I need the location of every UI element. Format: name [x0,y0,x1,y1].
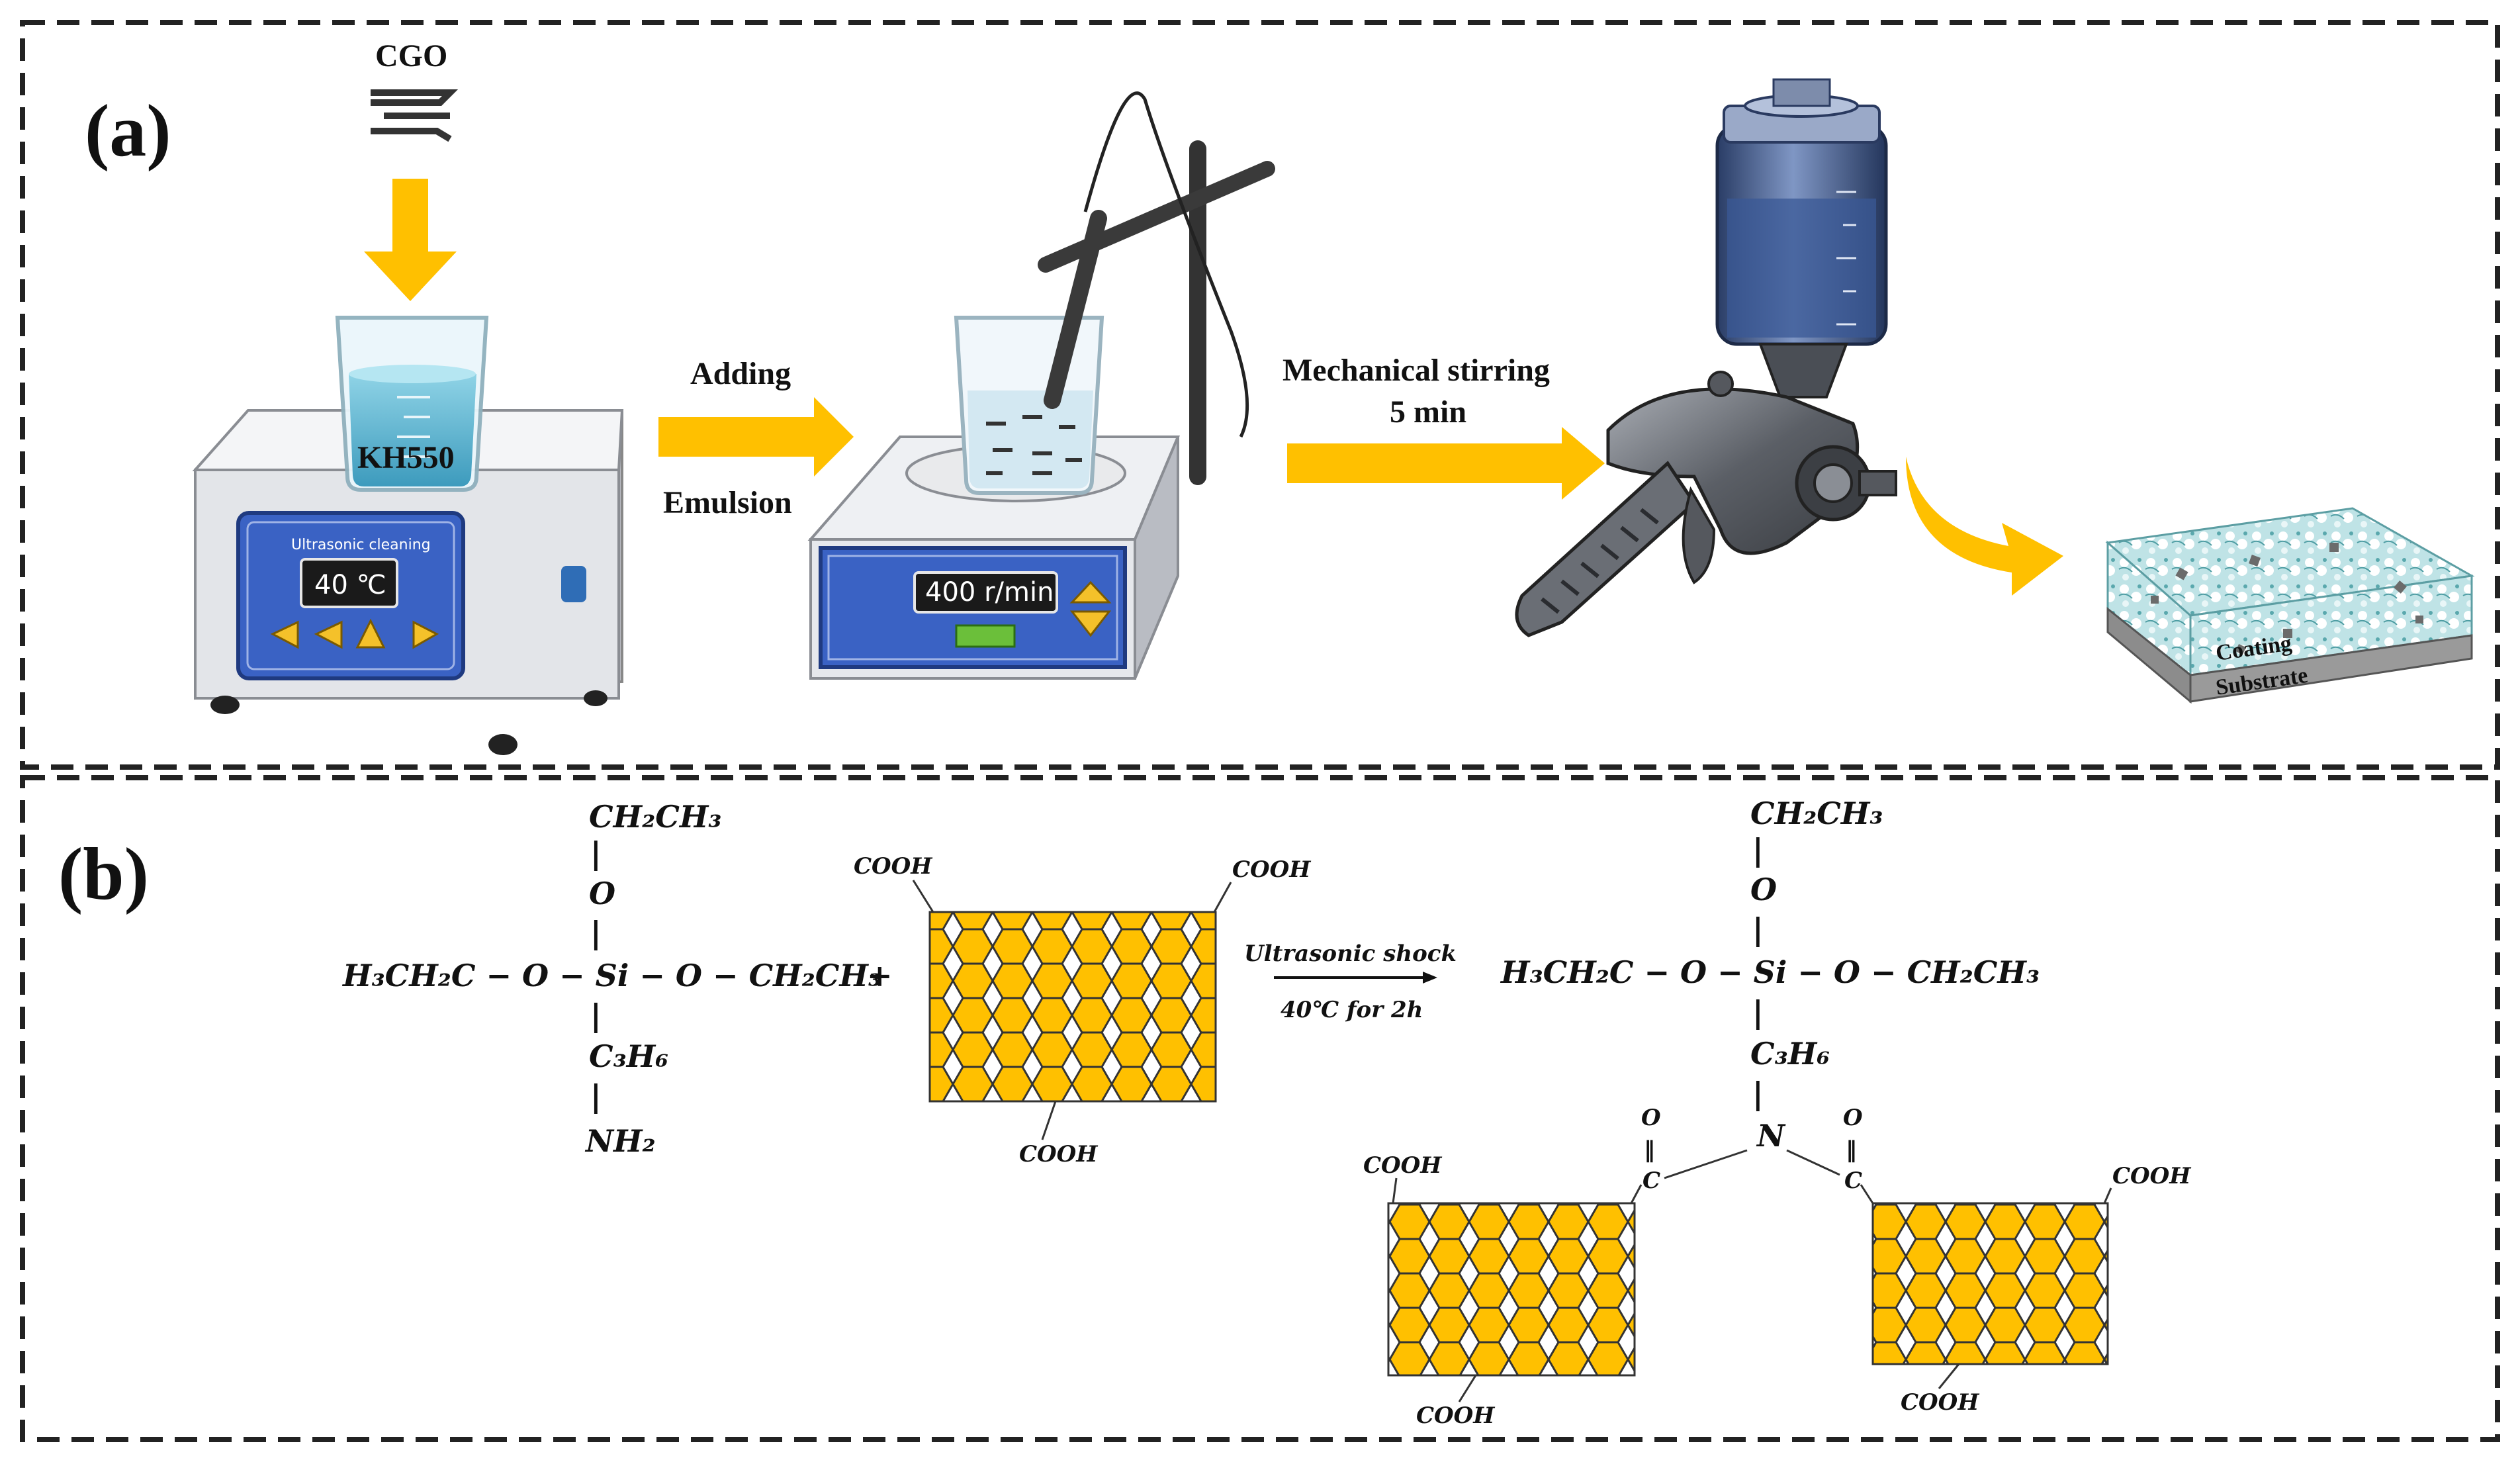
spray-gun [1515,78,1897,637]
reaction-condition-top: Ultrasonic shock [1244,940,1457,967]
left-bar-1: | [590,835,602,871]
ultrasonic-cleaner: Ultrasonic cleaning 40 ℃ KH550 [192,316,624,755]
left-amine: NH₂ [584,1123,656,1159]
left-bar-2: | [590,915,602,950]
panel-a-label: (a) [85,90,171,172]
graphene-oxide-sheet: COOH COOH COOH [854,853,1312,1168]
right-bar-2: | [1752,911,1764,947]
ultrasonic-control-buttons [270,618,439,649]
right-nitrogen: N [1756,1118,1786,1154]
left-main-chain: H₃CH₂C − O − Si − O − CH₂CH₃ [341,958,881,993]
panel-a-frame [20,20,2500,770]
stirring-time-label: 5 min [1390,394,1466,430]
panel-b-label: (b) [58,833,149,915]
right-arrow-2-icon [1287,427,1605,500]
right-main-chain: H₃CH₂C − O − Si − O − CH₂CH₃ [1500,954,2040,990]
right-arrow-1-icon [658,397,854,477]
speed-down-icon [1069,610,1112,637]
reaction-arrowhead-icon [1423,972,1437,984]
right-ethyl-top: CH₂CH₃ [1750,796,1883,831]
emulsion-label: Emulsion [663,485,792,520]
go-cooh-tr: COOH [1232,856,1312,883]
speed-up-icon [1069,580,1112,604]
ultrasonic-title: Ultrasonic cleaning [291,537,431,553]
left-bar-3: | [590,997,602,1033]
stirrer-speed-display: 400 r/min [925,577,1054,608]
ultrasonic-temp-display: 40 ℃ [314,570,386,600]
product-right-cooh-top: COOH [2112,1163,2192,1189]
left-carbonyl-c: C [1642,1168,1660,1194]
kh550-label: KH550 [357,440,455,475]
right-bar-4: | [1752,1076,1764,1111]
go-cooh-bottom: COOH [1019,1141,1099,1168]
right-bar-1: | [1752,832,1764,868]
product-structure: CH₂CH₃ | O | H₃CH₂C − O − Si − O − CH₂CH… [1363,796,2192,1429]
product-right-cooh-bottom: COOH [1901,1389,1980,1416]
left-carbonyl-o: O [1641,1105,1661,1131]
cgo-sheets-icon [371,89,459,142]
left-ethyl-top: CH₂CH₃ [589,799,721,835]
coated-substrate: Coating Substrate [2105,507,2475,704]
adding-label: Adding [690,356,791,391]
right-bar-3: | [1752,994,1764,1030]
left-carbonyl-double: ‖ [1644,1136,1655,1163]
product-sheet-right [1871,1202,2109,1365]
reaction-condition-bottom: 40℃ for 2h [1281,997,1423,1023]
product-left-cooh-top: COOH [1363,1152,1443,1179]
go-cooh-tl: COOH [854,853,933,880]
right-carbonyl-double: ‖ [1846,1136,1857,1163]
right-propyl: C₃H₆ [1750,1036,1830,1072]
panel-b-frame [20,775,2500,1442]
right-carbonyl-o: O [1843,1105,1863,1131]
left-oxygen-top: O [589,876,615,911]
right-oxygen-top: O [1750,872,1777,907]
curved-arrow-icon [1906,457,2063,596]
product-left-cooh-bottom: COOH [1416,1402,1496,1429]
kh550-structure: CH₂CH₃ | O | H₃CH₂C − O − Si − O − CH₂CH… [341,799,881,1159]
right-carbonyl-c: C [1844,1168,1862,1194]
left-propyl: C₃H₆ [589,1038,668,1074]
product-sheet-left [1387,1202,1636,1377]
down-arrow-icon [364,179,457,301]
mechanical-stirring-label: Mechanical stirring [1282,353,1550,388]
stirrer: 400 r/min [807,91,1275,680]
left-bar-4: | [590,1078,602,1114]
plus-sign: + [867,958,893,993]
cgo-label: CGO [375,38,447,73]
